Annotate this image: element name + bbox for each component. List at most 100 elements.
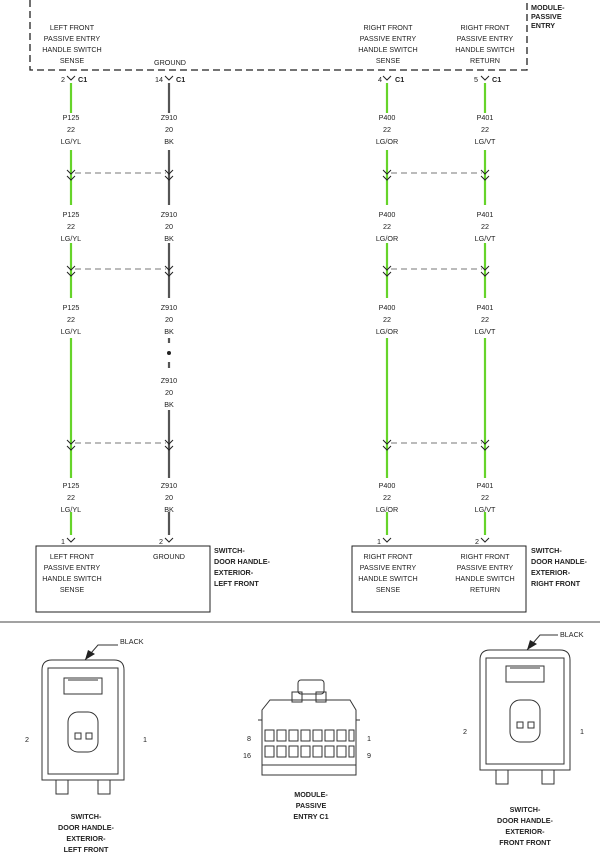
right-connector-caption: SWITCH- DOOR HANDLE- EXTERIOR- FRONT FRO… [497,805,554,847]
wire-circuit: Z910 [161,303,177,312]
switch-pin-label: HANDLE SWITCH [358,574,418,583]
left-switch-box [35,545,211,613]
module-pin-labels: LEFT FRONT PASSIVE ENTRY HANDLE SWITCH S… [42,23,515,67]
switch-pin-label: SENSE [376,585,401,594]
wire-gauge: 22 [481,493,489,502]
pin-label: HANDLE SWITCH [358,45,418,54]
switch-title: LEFT FRONT [214,579,259,588]
wire-circuit: P401 [477,113,494,122]
left-connector-caption: SWITCH- DOOR HANDLE- EXTERIOR- LEFT FRON… [58,812,115,854]
chevron [164,439,174,451]
pin-number: 1 [377,537,381,546]
connector-pin: 2 [25,735,29,744]
wire-gauge: 22 [481,222,489,231]
wire-circuit: P400 [379,113,396,122]
pin-number: 5 [474,75,478,84]
wire-gauge: 20 [165,315,173,324]
wire-color: BK [164,505,174,514]
left-connector-face [41,644,125,795]
wire-circuit: Z910 [161,210,177,219]
connector-caption: EXTERIOR- [66,834,106,843]
pin-label: SENSE [60,56,85,65]
wire-color: LG/YL [61,137,81,146]
wire-gauge: 22 [383,315,391,324]
wires [69,83,487,535]
pin-label: GROUND [154,58,186,67]
connector-caption: PASSIVE [296,801,327,810]
pin-number: 14 [155,75,163,84]
connector-caption: DOOR HANDLE- [58,823,115,832]
right-switch-box [351,545,527,613]
connector-caption: SWITCH- [510,805,541,814]
splice-dot [167,351,171,355]
wire-gauge: 20 [165,125,173,134]
connector-pin: 1 [580,727,584,736]
wire-circuit: P125 [63,210,80,219]
pin-fork [66,537,76,543]
module-pins [264,729,355,758]
wire-color: LG/VT [475,234,496,243]
pin-label: HANDLE SWITCH [455,45,515,54]
switch-pin-forks [66,537,490,543]
module-title: MODULE- PASSIVE ENTRY [531,3,565,30]
module-box [29,0,528,71]
switch-pin-label: SENSE [60,585,85,594]
pin-label: PASSIVE ENTRY [457,34,514,43]
connector-id: C1 [395,75,404,84]
module-connector-labels: 8 1 16 9 [243,734,371,760]
chevron [66,439,76,451]
switch-labels: LEFT FRONT PASSIVE ENTRY HANDLE SWITCH S… [42,552,515,594]
pin-number: 2 [61,75,65,84]
switch-pin-label: RETURN [470,585,500,594]
connector-pin: 1 [143,735,147,744]
switch-pin-label: PASSIVE ENTRY [360,563,417,572]
chevron [382,265,392,277]
pin-number: 2 [475,537,479,546]
wire-color: LG/OR [376,327,398,336]
connector-pin: 2 [463,727,467,736]
switch-title: EXTERIOR- [531,568,571,577]
wire-gauge: 20 [165,222,173,231]
wire-color: BK [164,234,174,243]
wire-gauge: 22 [383,222,391,231]
connector-pin: 16 [243,751,251,760]
wire-circuit: P125 [63,481,80,490]
wire-gauge: 20 [165,493,173,502]
switch-pin-label: RIGHT FRONT [461,552,511,561]
chevron [66,265,76,277]
module-pin-numbers: 2 C1 14 C1 4 C1 5 C1 [61,75,501,84]
connector-pin: 8 [247,734,251,743]
connector-caption: LEFT FRONT [64,845,109,854]
wire-circuit: P400 [379,210,396,219]
pin-label: LEFT FRONT [50,23,95,32]
pin-label: RIGHT FRONT [461,23,511,32]
wire-circuit: P400 [379,303,396,312]
wire-circuit: P401 [477,210,494,219]
chevron [382,439,392,451]
wire-color: LG/OR [376,505,398,514]
switch-pin-label: GROUND [153,552,185,561]
pin-fork [164,75,174,81]
pin-fork [382,75,392,81]
connector-caption: EXTERIOR- [505,827,545,836]
module-title-line: ENTRY [531,21,555,30]
wire-gauge: 22 [383,493,391,502]
switch-pin-label: HANDLE SWITCH [455,574,515,583]
wire-gauge: 22 [67,125,75,134]
left-connector-labels: BLACK 2 1 [25,637,147,744]
wire-circuit: P125 [63,113,80,122]
chevron [480,169,490,181]
wire-color: LG/YL [61,327,81,336]
connector-caption: SWITCH- [71,812,102,821]
wire-color: LG/VT [475,137,496,146]
wire-color: LG/YL [61,505,81,514]
pin-fork [382,537,392,543]
pin-label: SENSE [376,56,401,65]
module-title-line: PASSIVE [531,12,562,21]
key-arrow [527,640,537,650]
switch-pin-label: PASSIVE ENTRY [44,563,101,572]
connector-caption: DOOR HANDLE- [497,816,554,825]
pin-fork [164,537,174,543]
wire-circuit: P401 [477,303,494,312]
